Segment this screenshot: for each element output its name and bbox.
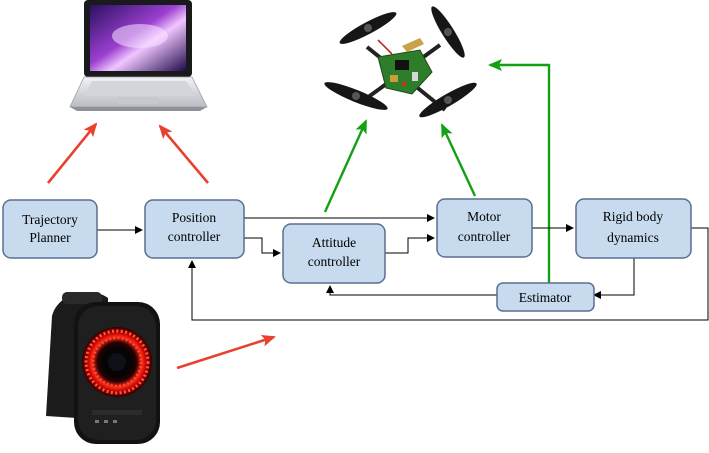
quadrotor-icon bbox=[324, 6, 477, 118]
position-to-attitude-wire bbox=[244, 237, 281, 257]
camera-to-system-arrow bbox=[176, 334, 276, 370]
position-controller-to-laptop-arrow bbox=[158, 124, 209, 184]
attitude-to-quadrotor-arrow bbox=[323, 119, 368, 213]
block-label: Position bbox=[172, 210, 217, 225]
position-controller-block: Position controller bbox=[144, 199, 245, 259]
block-label: controller bbox=[308, 254, 361, 269]
motor-to-quadrotor-arrow bbox=[440, 123, 477, 197]
trajectory-planner-block: Trajectory Planner bbox=[2, 199, 98, 259]
block-label: controller bbox=[168, 229, 221, 244]
dynamics-to-position-feedback-wire bbox=[188, 227, 709, 321]
block-label: Motor bbox=[467, 209, 501, 224]
dynamics-to-estimator-wire bbox=[593, 258, 635, 299]
block-label: Attitude bbox=[312, 235, 356, 250]
estimator-block: Estimator bbox=[496, 282, 595, 312]
block-label: Estimator bbox=[519, 290, 572, 305]
attitude-to-motor-wire bbox=[385, 234, 435, 254]
block-label: Planner bbox=[29, 230, 71, 245]
block-label: Trajectory bbox=[22, 212, 78, 227]
block-label: dynamics bbox=[607, 230, 659, 245]
planner-to-laptop-arrow bbox=[46, 122, 98, 184]
block-label: Rigid body bbox=[603, 209, 664, 224]
camera-icon bbox=[46, 292, 160, 444]
estimator-to-quadrotor-arrow bbox=[488, 59, 551, 283]
block-label: controller bbox=[458, 229, 511, 244]
rigid-body-dynamics-block: Rigid body dynamics bbox=[575, 198, 692, 259]
estimator-to-attitude-wire bbox=[326, 285, 497, 296]
motor-controller-block: Motor controller bbox=[436, 198, 533, 258]
attitude-controller-block: Attitude controller bbox=[282, 223, 386, 284]
laptop-icon bbox=[69, 0, 208, 111]
